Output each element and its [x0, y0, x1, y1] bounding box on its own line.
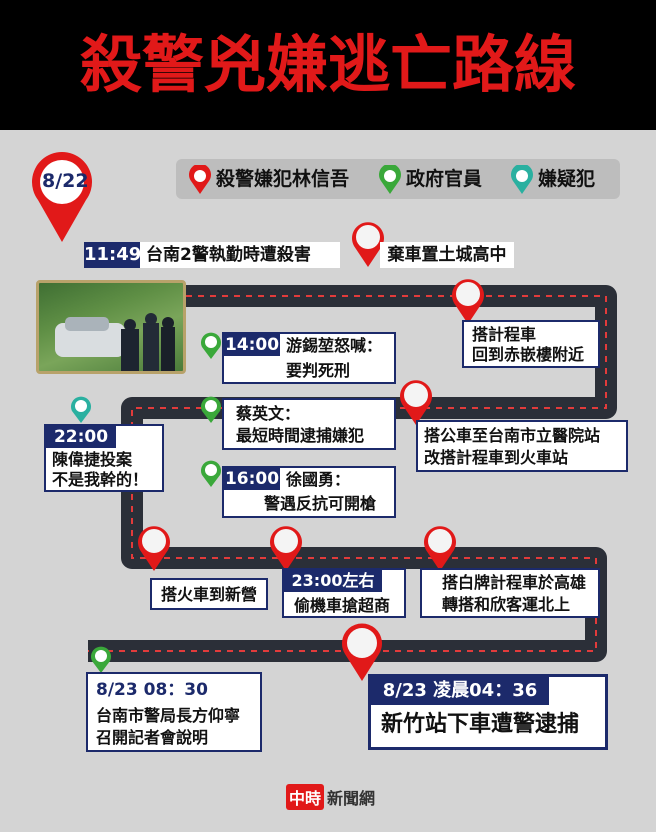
teal-pin-icon [511, 165, 533, 194]
event-9-box: 搭火車到新營 [150, 578, 268, 610]
event-6-line2: 改搭計程車到火車站 [424, 448, 569, 467]
legend: 殺警嫌犯林信吾 政府官員 嫌疑犯 [176, 159, 620, 199]
event-2-text: 棄車置土城高中 [387, 245, 507, 265]
legend-label-suspect: 嫌疑犯 [538, 168, 596, 190]
green-pin-icon [91, 646, 111, 673]
event-8-box: 16:00 徐國勇： 警遇反抗可開槍 [222, 466, 396, 518]
red-pin-icon [270, 526, 302, 571]
event-4-box: 14:00 游錫堃怒喊： 要判死刑 [222, 332, 396, 384]
footer-site: 新聞網 [327, 789, 376, 808]
event-9-text: 搭火車到新營 [160, 585, 257, 604]
red-pin-icon [400, 380, 432, 425]
page-title: 殺警兇嫌逃亡路線 [79, 28, 576, 101]
green-pin-icon [379, 165, 401, 194]
event-7-line2: 不是我幹的！ [52, 470, 149, 489]
header-bar [0, 0, 656, 130]
event-11-line2: 轉搭和欣客運北上 [442, 595, 571, 614]
date-badge: 8/22 [42, 170, 89, 192]
footer-badge: 中時 [286, 784, 325, 810]
event-7-box: 22:00 陳偉捷投案 不是我幹的！ [44, 424, 164, 492]
red-pin-icon [342, 623, 382, 681]
red-pin-icon [189, 165, 211, 194]
event-4-line1: 游錫堃怒喊： [286, 336, 383, 355]
red-pin-icon [424, 526, 456, 571]
event-1-time: 11:49 [84, 242, 141, 268]
event-7-time: 22:00 [46, 426, 116, 448]
date-pin-icon [32, 152, 92, 242]
event-8-line2: 警遇反抗可開槍 [264, 494, 377, 513]
event-12-line1: 台南市警局長方仰寧 [96, 706, 241, 725]
event-12-box: 8/23 08：30 台南市警局長方仰寧 召開記者會說明 [86, 672, 262, 752]
legend-label-officials: 政府官員 [406, 168, 483, 190]
footer-logo: 中時新聞網 [286, 784, 376, 810]
event-5-line1: 蔡英文： [236, 404, 301, 423]
teal-pin-icon [71, 396, 91, 423]
event-1-box: 11:49 台南2警執勤時遭殺害 [84, 242, 340, 268]
event-6-box: 搭公車至台南市立醫院站 改搭計程車到火車站 [416, 420, 628, 472]
green-pin-icon [201, 396, 221, 423]
event-8-line1: 徐國勇： [286, 470, 351, 489]
event-13-time: 8/23 凌晨04：36 [371, 677, 549, 705]
red-pin-icon [452, 279, 484, 324]
event-4-line2: 要判死刑 [286, 361, 351, 380]
event-6-line1: 搭公車至台南市立醫院站 [424, 426, 601, 445]
event-12-time: 8/23 08：30 [96, 680, 208, 700]
event-3-line1: 搭計程車 [472, 325, 537, 344]
event-8-time: 16:00 [224, 468, 280, 490]
event-12-line2: 召開記者會說明 [96, 728, 209, 747]
event-10-box: 23:00左右 偷機車搶超商 [282, 568, 406, 618]
event-10-text: 偷機車搶超商 [294, 596, 391, 615]
event-2-box: 棄車置土城高中 [380, 242, 514, 268]
event-3-line2: 回到赤嵌樓附近 [472, 345, 585, 364]
event-1-text: 台南2警執勤時遭殺害 [146, 245, 311, 265]
green-pin-icon [201, 460, 221, 487]
event-3-box: 搭計程車 回到赤嵌樓附近 [462, 320, 600, 368]
event-11-box: 搭白牌計程車於高雄 轉搭和欣客運北上 [420, 568, 600, 618]
red-pin-icon [352, 222, 384, 267]
crime-scene-photo [36, 280, 186, 374]
event-5-line2: 最短時間逮捕嫌犯 [236, 426, 365, 445]
event-10-time: 23:00左右 [284, 570, 382, 592]
event-11-line1: 搭白牌計程車於高雄 [442, 573, 587, 592]
red-pin-icon [138, 526, 170, 571]
legend-label-suspect-lin: 殺警嫌犯林信吾 [216, 168, 350, 190]
green-pin-icon [201, 332, 221, 359]
event-5-box: 蔡英文： 最短時間逮捕嫌犯 [222, 398, 396, 450]
event-4-time: 14:00 [224, 334, 280, 356]
event-13-box: 8/23 凌晨04：36 新竹站下車遭警逮捕 [368, 674, 608, 750]
event-7-line1: 陳偉捷投案 [52, 450, 133, 469]
event-13-text: 新竹站下車遭警逮捕 [381, 712, 580, 737]
